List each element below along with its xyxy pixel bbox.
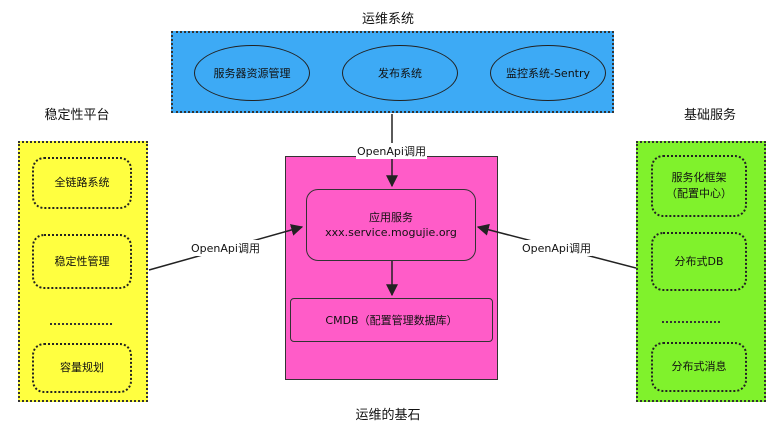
distributed-messaging-node[interactable]: 分布式消息 xyxy=(651,342,747,392)
cmdb-label: CMDB（配置管理数据库） xyxy=(325,313,458,327)
service-framework-node[interactable]: 服务化框架 （配置中心） xyxy=(651,155,747,217)
distributed-messaging-label: 分布式消息 xyxy=(671,360,727,373)
cmdb-node[interactable]: CMDB（配置管理数据库） xyxy=(290,298,493,342)
top-edge-label: OpenApi调用 xyxy=(356,143,427,159)
server-resource-management-node[interactable]: 服务器资源管理 xyxy=(194,45,310,101)
capacity-planning-label: 容量规划 xyxy=(60,361,104,374)
service-framework-label: 服务化框架 xyxy=(671,171,727,184)
capacity-planning-node[interactable]: 容量规划 xyxy=(32,343,132,393)
release-system-node[interactable]: 发布系统 xyxy=(342,45,458,101)
monitoring-sentry-node[interactable]: 监控系统-Sentry xyxy=(490,45,606,101)
stability-platform-panel: 全链路系统 稳定性管理 容量规划 xyxy=(18,141,148,402)
stability-platform-title: 稳定性平台 xyxy=(44,108,110,123)
app-service-domain: xxx.service.mogujie.org xyxy=(325,226,457,239)
right-edge-label: OpenApi调用 xyxy=(521,240,592,256)
stability-management-node[interactable]: 稳定性管理 xyxy=(32,234,132,289)
app-service-node[interactable]: 应用服务 xxx.service.mogujie.org xyxy=(306,189,476,261)
ops-systems-title: 运维系统 xyxy=(361,12,414,27)
distributed-db-label: 分布式DB xyxy=(674,254,724,268)
server-resource-management-label: 服务器资源管理 xyxy=(213,67,291,80)
full-link-system-label: 全链路系统 xyxy=(54,176,110,189)
release-system-label: 发布系统 xyxy=(378,67,422,80)
app-service-title: 应用服务 xyxy=(369,211,413,224)
distributed-db-node[interactable]: 分布式DB xyxy=(651,232,747,291)
basic-services-panel: 服务化框架 （配置中心） 分布式DB 分布式消息 xyxy=(636,141,766,402)
stability-management-label: 稳定性管理 xyxy=(54,254,110,268)
ops-foundation-caption: 运维的基石 xyxy=(355,408,421,423)
basic-services-title: 基础服务 xyxy=(683,108,736,123)
monitoring-sentry-label: 监控系统-Sentry xyxy=(505,67,591,80)
ops-systems-panel: 服务器资源管理 发布系统 监控系统-Sentry xyxy=(171,31,614,113)
stability-platform-ellipsis xyxy=(50,323,112,325)
basic-services-ellipsis xyxy=(662,321,720,323)
left-edge-label: OpenApi调用 xyxy=(190,240,261,256)
config-center-label: （配置中心） xyxy=(666,187,732,200)
full-link-system-node[interactable]: 全链路系统 xyxy=(32,157,132,209)
